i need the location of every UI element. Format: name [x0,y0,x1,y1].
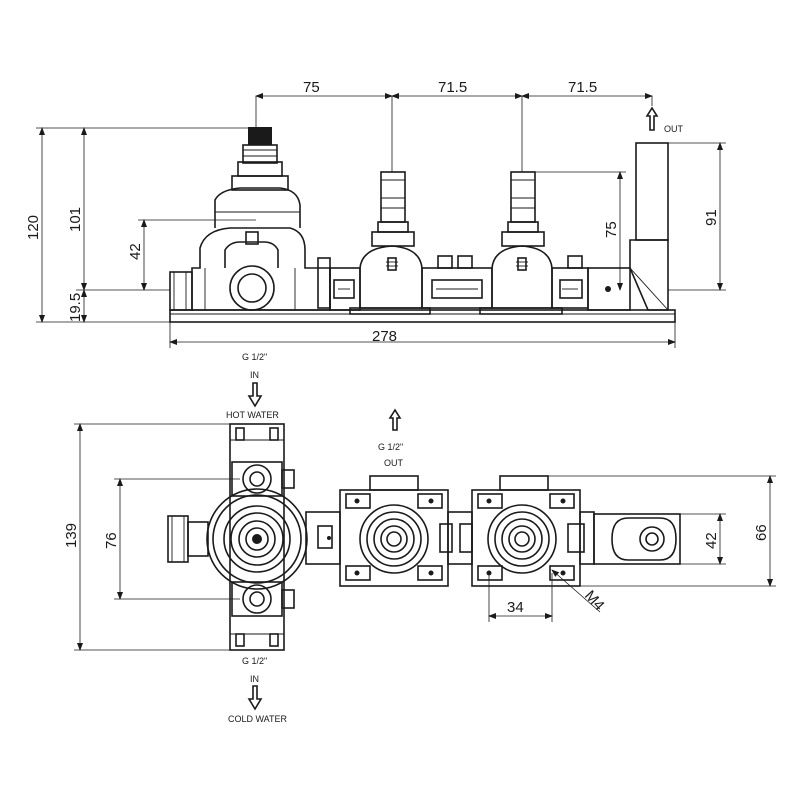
left-inlet-nut [169,271,193,311]
dim-71-5-b: 71.5 [568,79,597,96]
label-g-half-in-bottom: G 1/2" [242,656,267,666]
thermostat-dial [206,488,308,590]
dim-19-5: 19.5 [67,293,84,322]
dim-75-right: 75 [603,221,620,238]
base-plate [169,309,676,323]
label-out-mid: OUT [384,458,404,468]
dim-76: 76 [103,532,120,549]
valve-1-face [359,504,429,574]
dim-139: 139 [63,523,80,548]
label-in-top: IN [250,370,259,380]
thermostat-body [191,227,331,311]
outlet-arm [593,513,681,565]
out-arrow-icon [645,106,659,131]
thread-m4: M4 [581,587,608,614]
dim-66: 66 [753,524,770,541]
outlet-pipe [635,142,669,241]
dim-42-side: 42 [127,243,144,260]
stop-valve-1 [359,245,423,309]
side-view: OUT 75 71.5 71.5 120 101 42 19.5 278 [25,79,726,348]
label-cold-water: COLD WATER [228,714,288,724]
dim-42-front: 42 [703,532,720,549]
dim-34: 34 [507,599,524,616]
label-in-bottom: IN [250,674,259,684]
in-arrow-top-icon [247,382,263,408]
dim-75-top: 75 [303,79,320,96]
dim-101: 101 [67,207,84,232]
outlet-elbow [587,267,631,311]
out-arrow-mid-icon [388,408,402,431]
out-label-top: OUT [664,124,684,134]
valve-2-face [487,504,557,574]
dim-91: 91 [703,209,720,226]
label-hot-water: HOT WATER [226,410,279,420]
front-view: G 1/2" IN HOT WATER [63,352,776,724]
label-g-half-out: G 1/2" [378,442,403,452]
stop-valve-2 [491,245,553,309]
dim-120: 120 [25,215,42,240]
label-g-half-in-top: G 1/2" [242,352,267,362]
in-arrow-bottom-icon [247,685,263,711]
dim-278: 278 [372,328,397,345]
spindle-knurl [248,127,272,145]
dim-71-5-a: 71.5 [438,79,467,96]
